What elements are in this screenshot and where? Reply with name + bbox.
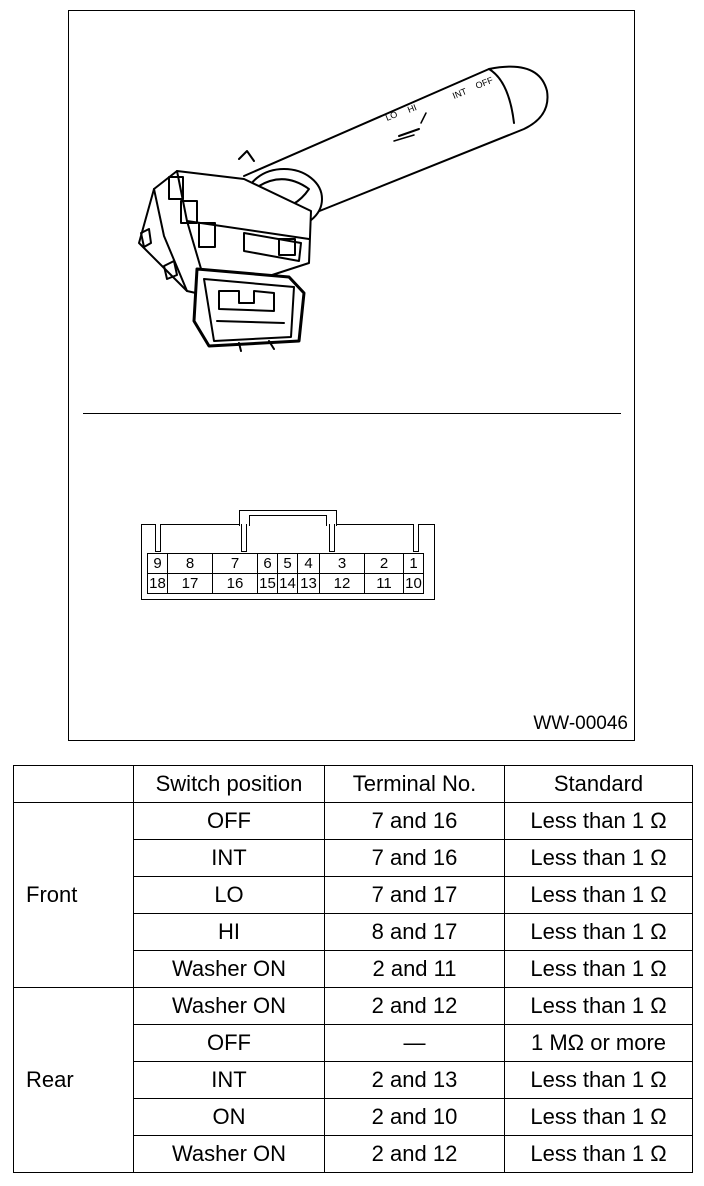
- connector-lock-tab: [239, 510, 337, 526]
- pin-row-top: 9 8 7 6 5 4 3 2 1: [147, 553, 424, 574]
- connector-slot-edge-left: [155, 524, 161, 552]
- cell-standard: Less than 1 Ω: [504, 913, 693, 951]
- pin: 1: [403, 553, 424, 574]
- cell-standard: 1 MΩ or more: [504, 1024, 693, 1062]
- cell-position: INT: [133, 1061, 325, 1099]
- cell-position: Washer ON: [133, 987, 325, 1025]
- pin: 17: [167, 573, 213, 594]
- table-row: Washer ON 2 and 12 Less than 1 Ω: [14, 1135, 693, 1173]
- pin: 12: [319, 573, 365, 594]
- connector-lock-tab-inner: [249, 515, 327, 526]
- pin: 18: [147, 573, 168, 594]
- pin: 8: [167, 553, 213, 574]
- pin: 15: [257, 573, 278, 594]
- cell-terminal: 2 and 10: [324, 1098, 505, 1136]
- pin: 3: [319, 553, 365, 574]
- cell-standard: Less than 1 Ω: [504, 876, 693, 914]
- connector-slot-right: [329, 524, 335, 552]
- group-label-front: Front: [13, 802, 134, 988]
- pin: 9: [147, 553, 168, 574]
- pin-row-bottom: 18 17 16 15 14 13 12 11 10: [147, 573, 424, 594]
- cell-terminal: 7 and 16: [324, 802, 505, 840]
- pin: 10: [403, 573, 424, 594]
- header-terminal-no: Terminal No.: [324, 765, 505, 803]
- cell-terminal: 7 and 17: [324, 876, 505, 914]
- cell-terminal: 2 and 13: [324, 1061, 505, 1099]
- cell-position: HI: [133, 913, 325, 951]
- cell-terminal: 8 and 17: [324, 913, 505, 951]
- table-row: Front OFF 7 and 16 Less than 1 Ω: [13, 802, 693, 988]
- group-label-rear: Rear: [13, 987, 134, 1173]
- wiper-switch-drawing: LO HI INT OFF: [138, 65, 549, 352]
- connector-slot-left: [241, 524, 247, 552]
- cell-position: OFF: [133, 1024, 325, 1062]
- cell-position: ON: [133, 1098, 325, 1136]
- connector-pinout: 9 8 7 6 5 4 3 2 1 18 17 16 15 14 13 12 1…: [141, 510, 437, 600]
- pin: 11: [364, 573, 404, 594]
- pin: 5: [277, 553, 298, 574]
- cell-standard: Less than 1 Ω: [504, 1135, 693, 1173]
- table-row: Washer ON 2 and 11 Less than 1 Ω: [14, 950, 693, 988]
- cell-standard: Less than 1 Ω: [504, 802, 693, 840]
- table-row: ON 2 and 10 Less than 1 Ω: [14, 1098, 693, 1136]
- table-row: Rear Washer ON 2 and 12 Less than 1 Ω: [13, 987, 693, 1173]
- cell-position: INT: [133, 839, 325, 877]
- cell-standard: Less than 1 Ω: [504, 1061, 693, 1099]
- table-header-row: Switch position Terminal No. Standard: [13, 765, 693, 803]
- cell-position: Washer ON: [133, 1135, 325, 1173]
- pin: 6: [257, 553, 278, 574]
- lever-mark-hi: HI: [406, 102, 418, 115]
- figure-code: WW-00046: [533, 713, 628, 734]
- cell-position: OFF: [133, 802, 325, 840]
- pin: 16: [212, 573, 258, 594]
- cell-terminal: —: [324, 1024, 505, 1062]
- table-row: INT 2 and 13 Less than 1 Ω: [14, 1061, 693, 1099]
- cell-terminal: 2 and 11: [324, 950, 505, 988]
- cell-terminal: 2 and 12: [324, 987, 505, 1025]
- cell-standard: Less than 1 Ω: [504, 950, 693, 988]
- table-row: LO 7 and 17 Less than 1 Ω: [14, 876, 693, 914]
- pin: 14: [277, 573, 298, 594]
- table-row: OFF — 1 MΩ or more: [14, 1024, 693, 1062]
- cell-position: Washer ON: [133, 950, 325, 988]
- connector-pin-table: 9 8 7 6 5 4 3 2 1 18 17 16 15 14 13 12 1…: [147, 553, 424, 594]
- cell-terminal: 2 and 12: [324, 1135, 505, 1173]
- header-switch-position: Switch position: [133, 765, 325, 803]
- header-group: [13, 765, 134, 803]
- lever-mark-lo: LO: [384, 109, 399, 123]
- pin: 13: [297, 573, 320, 594]
- figure-divider: [83, 413, 621, 414]
- cell-standard: Less than 1 Ω: [504, 1098, 693, 1136]
- switch-illustration: LO HI INT OFF WW-00046: [68, 10, 635, 741]
- pin: 2: [364, 553, 404, 574]
- pin: 7: [212, 553, 258, 574]
- cell-standard: Less than 1 Ω: [504, 987, 693, 1025]
- switch-continuity-table: Switch position Terminal No. Standard Fr…: [13, 765, 693, 1173]
- cell-standard: Less than 1 Ω: [504, 839, 693, 877]
- table-row: HI 8 and 17 Less than 1 Ω: [14, 913, 693, 951]
- connector-slot-edge-right: [413, 524, 419, 552]
- table-row: INT 7 and 16 Less than 1 Ω: [14, 839, 693, 877]
- header-standard: Standard: [504, 765, 693, 803]
- cell-position: LO: [133, 876, 325, 914]
- cell-terminal: 7 and 16: [324, 839, 505, 877]
- pin: 4: [297, 553, 320, 574]
